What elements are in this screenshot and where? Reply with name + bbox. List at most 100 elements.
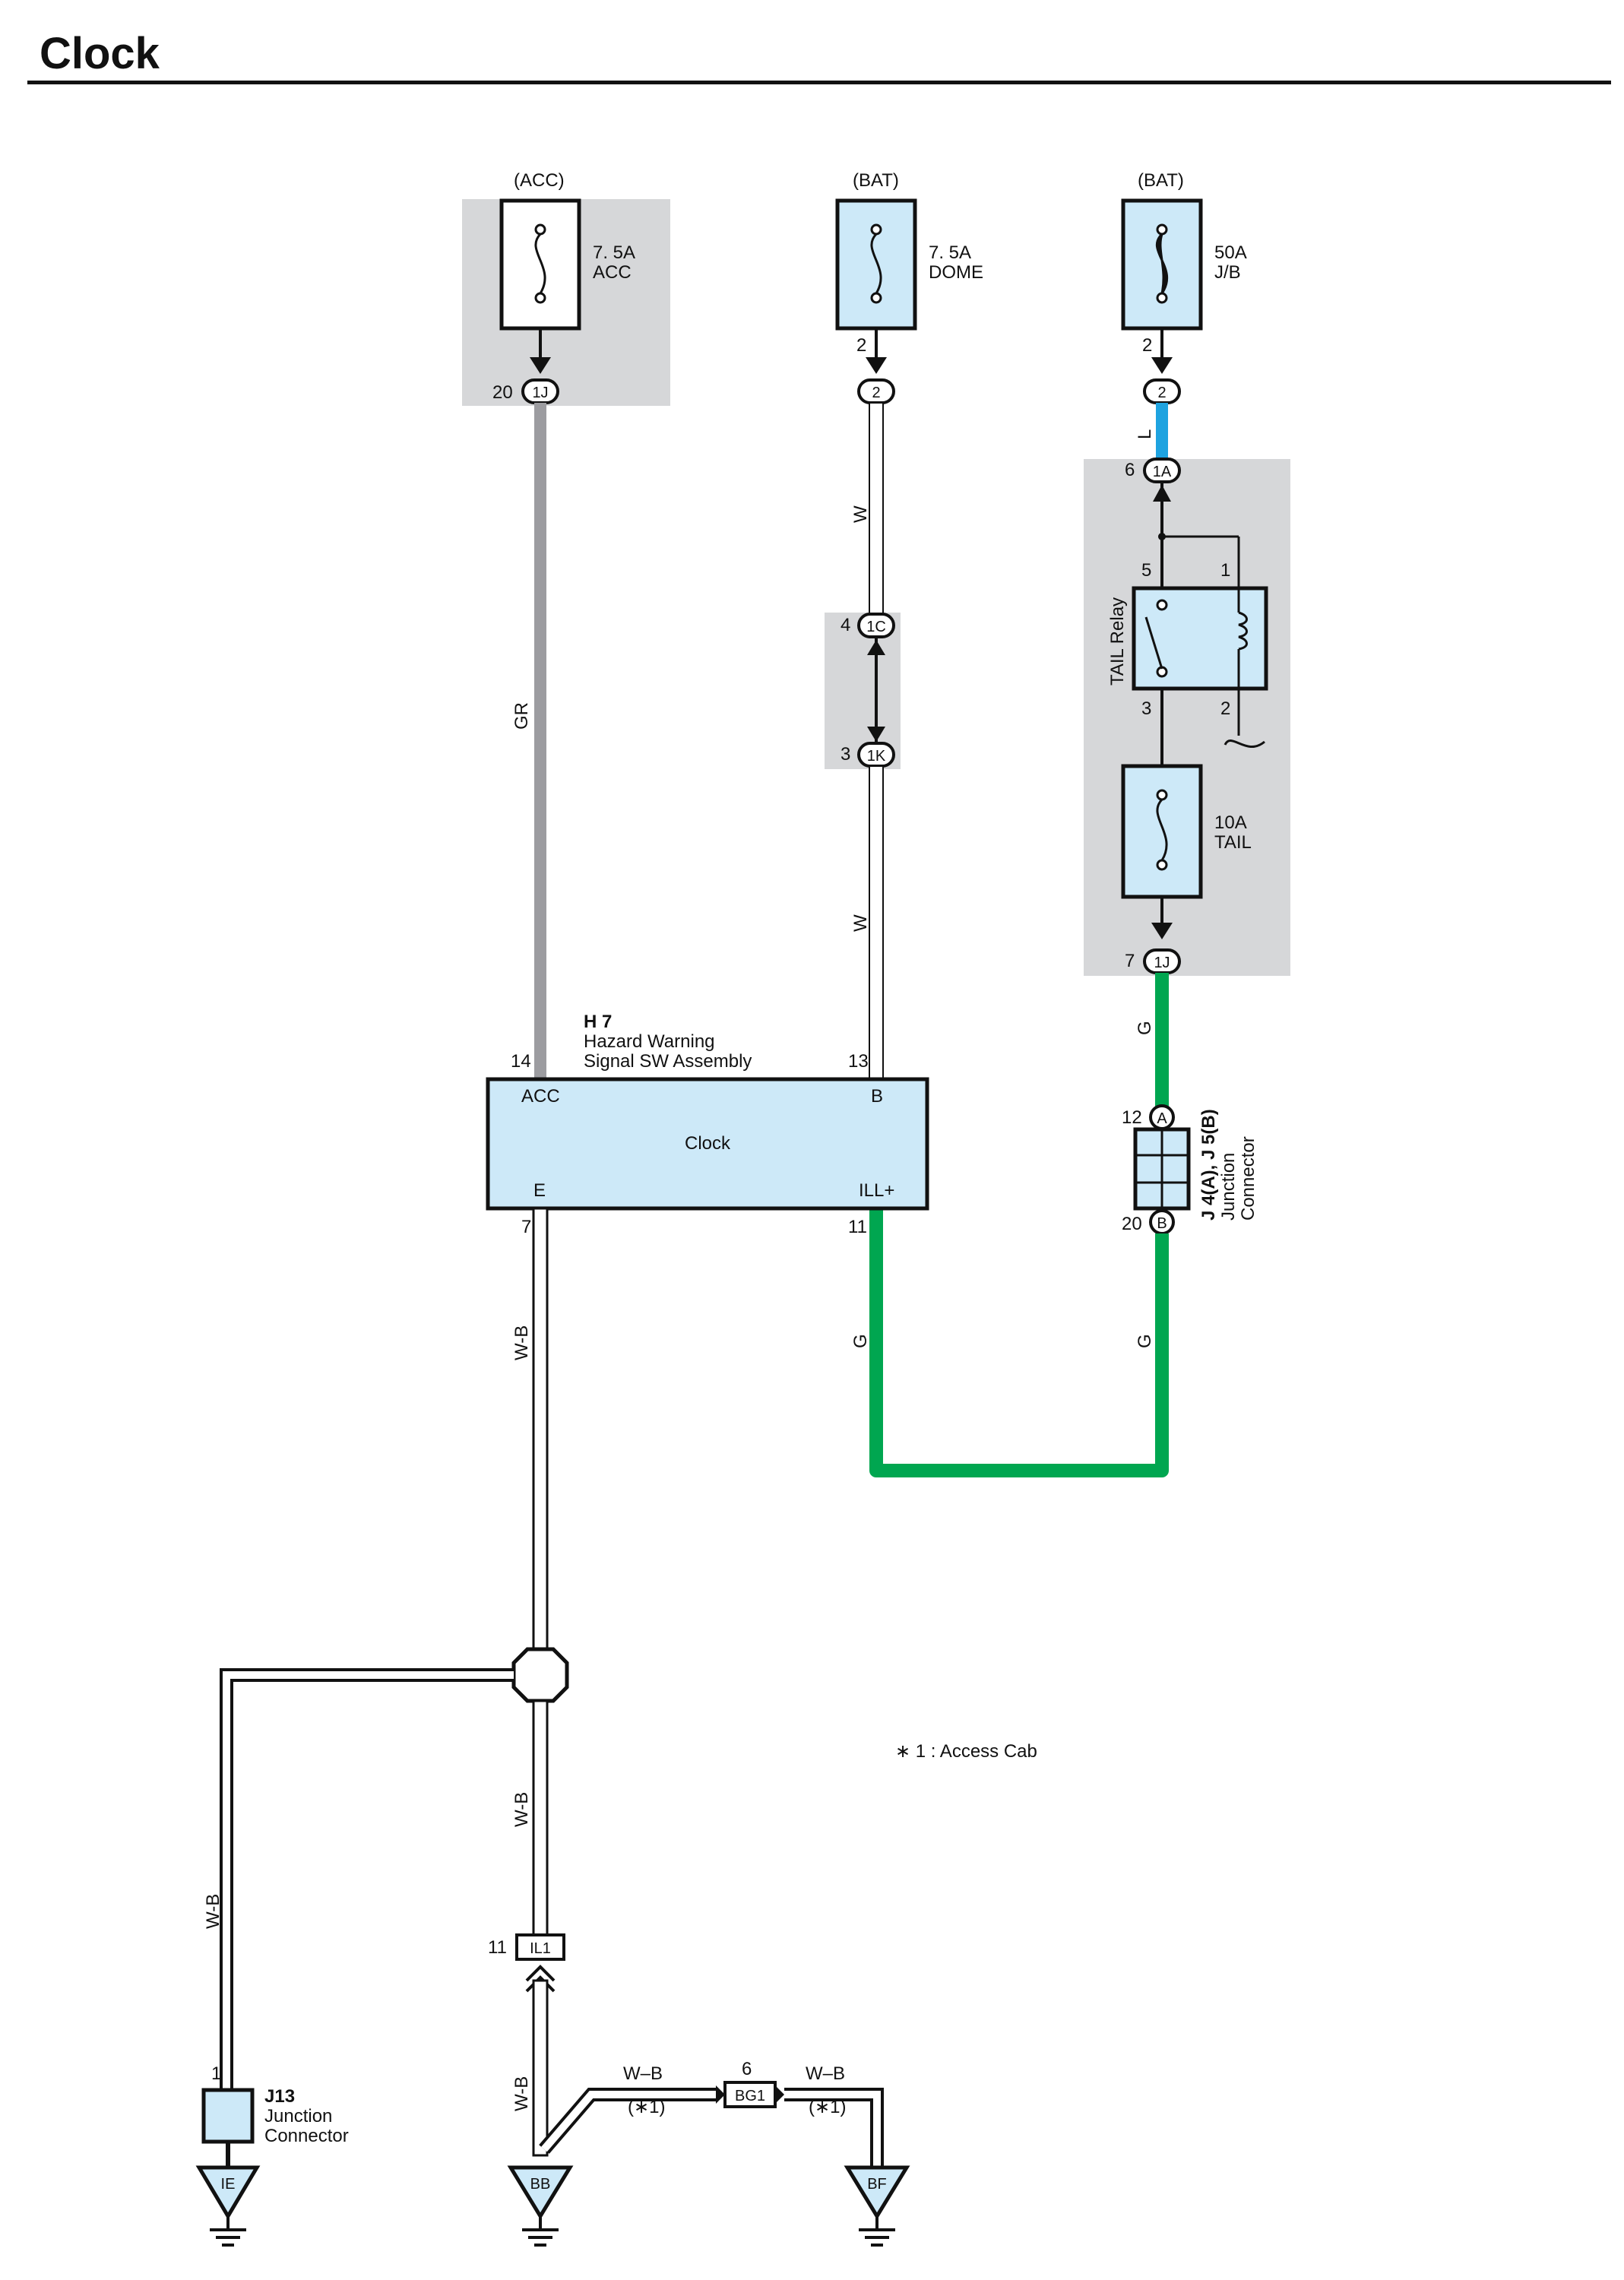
jb-fuse-rating: 50A bbox=[1214, 242, 1247, 263]
j4-junction-line1: Junction bbox=[1218, 1153, 1239, 1221]
clock-assembly-box bbox=[486, 1077, 929, 1211]
acc-supply-label: (ACC) bbox=[514, 170, 565, 191]
jb-fuse-name: J/B bbox=[1214, 262, 1241, 283]
w-wire-label-2: W bbox=[850, 914, 871, 932]
clock-ill-terminal: ILL+ bbox=[859, 1180, 894, 1201]
ref-access-cab-2: (∗1) bbox=[809, 2097, 846, 2117]
ground-ie: IE bbox=[195, 2165, 261, 2247]
title-rule bbox=[27, 81, 1611, 84]
j13-code: J13 bbox=[264, 2086, 295, 2107]
wb-wire-label-5: W–B bbox=[623, 2063, 663, 2084]
wb-wire-label-1: W-B bbox=[511, 1325, 532, 1360]
relay-pin-5: 5 bbox=[1141, 560, 1151, 581]
svg-text:A: A bbox=[1157, 1110, 1167, 1127]
clock-acc-terminal: ACC bbox=[521, 1086, 560, 1107]
acc-pin: 20 bbox=[492, 382, 513, 403]
svg-text:1K: 1K bbox=[867, 748, 886, 765]
clock-b-terminal: B bbox=[871, 1086, 883, 1107]
h7-line2: Signal SW Assembly bbox=[584, 1051, 752, 1072]
access-cab-note: ∗ 1 : Access Cab bbox=[895, 1741, 1037, 1762]
dome-fuse-element bbox=[870, 233, 882, 294]
dome-pin: 2 bbox=[856, 335, 866, 356]
h7-pin-e: 7 bbox=[521, 1217, 531, 1237]
wb-wire-main bbox=[532, 1207, 549, 1657]
1a-pin: 6 bbox=[1125, 460, 1135, 480]
svg-text:1J: 1J bbox=[1154, 955, 1170, 971]
svg-text:B: B bbox=[1157, 1215, 1167, 1232]
ref-access-cab-1: (∗1) bbox=[628, 2097, 665, 2117]
wb-wire-branch bbox=[223, 1671, 514, 2090]
ground-bf: BF bbox=[844, 2165, 910, 2247]
jb-fuse-element bbox=[1156, 233, 1168, 294]
g-wire-label-1: G bbox=[1135, 1021, 1155, 1035]
l-wire bbox=[1156, 403, 1168, 461]
gr-wire bbox=[534, 403, 546, 1079]
svg-text:IL1: IL1 bbox=[530, 1940, 551, 1957]
j4-junction-line2: Connector bbox=[1238, 1136, 1258, 1221]
connector-bg1 bbox=[723, 2081, 777, 2108]
tail-fuse-name: TAIL bbox=[1214, 832, 1252, 853]
acc-fuse-element bbox=[534, 233, 546, 294]
h7-line1: Hazard Warning bbox=[584, 1031, 715, 1052]
g-wire-label-2: G bbox=[1135, 1334, 1155, 1348]
svg-text:BG1: BG1 bbox=[735, 2088, 765, 2104]
w-wire-label-1: W bbox=[850, 505, 871, 523]
jb-supply-label: (BAT) bbox=[1138, 170, 1184, 191]
w-wire-upper bbox=[869, 402, 884, 615]
acc-fuse-rating: 7. 5A bbox=[593, 242, 635, 263]
svg-text:BB: BB bbox=[530, 2176, 551, 2193]
clock-label: Clock bbox=[685, 1133, 731, 1154]
il1-pin: 11 bbox=[488, 1937, 507, 1958]
relay-pin-2: 2 bbox=[1220, 698, 1230, 719]
w-wire-lower bbox=[869, 765, 884, 1080]
svg-text:2: 2 bbox=[872, 385, 880, 401]
j13-line2: Connector bbox=[264, 2126, 349, 2146]
svg-text:IE: IE bbox=[221, 2176, 236, 2193]
tail-fuse-rating: 10A bbox=[1214, 812, 1247, 833]
dome-fuse-box bbox=[835, 198, 917, 331]
acc-fuse-name: ACC bbox=[593, 262, 632, 283]
dome-fuse-name: DOME bbox=[929, 262, 983, 283]
svg-text:1C: 1C bbox=[866, 619, 886, 635]
jb-pin: 2 bbox=[1142, 335, 1152, 356]
clock-e-terminal: E bbox=[533, 1180, 546, 1201]
svg-text:1J: 1J bbox=[532, 385, 548, 401]
1k-pin: 3 bbox=[840, 744, 850, 765]
wb-wire-bg1-out bbox=[784, 2091, 881, 2168]
wb-wire-label-2: W-B bbox=[203, 1894, 223, 1929]
g-wire-label-3: G bbox=[850, 1334, 871, 1348]
tail-relay-label: TAIL Relay bbox=[1107, 597, 1128, 686]
svg-text:1A: 1A bbox=[1153, 464, 1172, 480]
gr-wire-label: GR bbox=[511, 702, 532, 730]
acc-fuse-box bbox=[499, 198, 581, 331]
wb-wire-lower bbox=[532, 1699, 549, 1947]
relay-pin-3: 3 bbox=[1141, 698, 1151, 719]
page-title: Clock bbox=[40, 29, 160, 78]
g-wire-loop bbox=[869, 1210, 1169, 1477]
j13-junction-box bbox=[201, 2088, 255, 2144]
wb-wire-bg1-in bbox=[541, 2091, 716, 2152]
relay-switch bbox=[1144, 616, 1163, 670]
wb-wire-label-6: W–B bbox=[806, 2063, 845, 2084]
tail-fuse-box bbox=[1121, 764, 1203, 899]
connector-il1 bbox=[515, 1933, 565, 1961]
j4-junction-code: J 4(A), J 5(B) bbox=[1198, 1109, 1219, 1221]
h7-code: H 7 bbox=[584, 1012, 612, 1032]
wb-wire-label-4: W-B bbox=[511, 2076, 532, 2111]
tail-fuse-element bbox=[1156, 798, 1168, 861]
dome-fuse-rating: 7. 5A bbox=[929, 242, 971, 263]
tail-1j-pin: 7 bbox=[1125, 951, 1135, 971]
svg-text:2: 2 bbox=[1157, 385, 1166, 401]
j4-pin-b: 20 bbox=[1122, 1214, 1142, 1234]
dome-supply-label: (BAT) bbox=[853, 170, 899, 191]
g-wire-upper bbox=[1155, 973, 1169, 1108]
relay-coil bbox=[1238, 611, 1248, 651]
svg-text:BF: BF bbox=[867, 2176, 887, 2193]
j4-pin-a: 12 bbox=[1122, 1107, 1142, 1128]
wb-wire-label-3: W-B bbox=[511, 1792, 532, 1827]
h7-pin-ill: 11 bbox=[848, 1217, 867, 1237]
bg1-pin: 6 bbox=[742, 2059, 752, 2079]
relay-pin-1: 1 bbox=[1220, 560, 1230, 581]
h7-pin-acc: 14 bbox=[511, 1051, 531, 1072]
